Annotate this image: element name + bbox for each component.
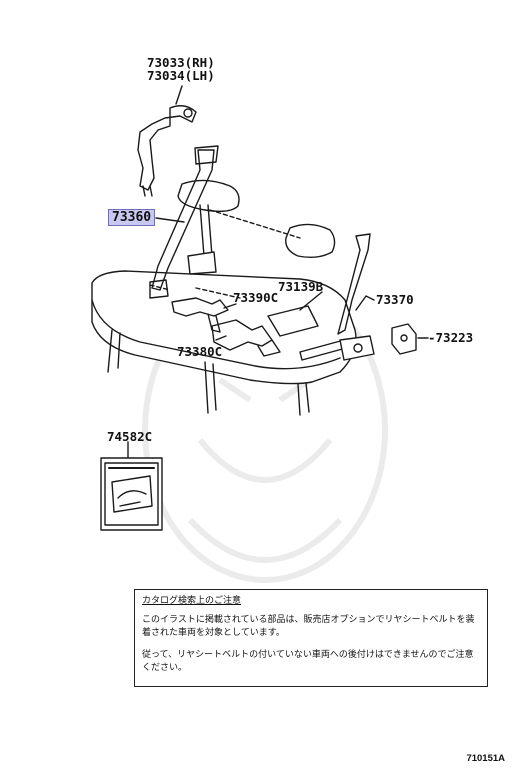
leader-73360 (155, 217, 185, 223)
buckle-73380c-strap (257, 339, 281, 357)
label-73034[interactable]: 73034(LH) (147, 68, 215, 83)
notice-paragraph-2: 従って、リヤシートベルトの付いていない車両への後付けはできませんのでご注意くださ… (142, 650, 474, 673)
label-73139b[interactable]: 73139B (278, 279, 324, 294)
label-74582c[interactable]: 74582C (107, 429, 153, 444)
leader-73380c (215, 335, 227, 341)
belt-73370-retractor (339, 335, 375, 361)
belt-guide (194, 145, 219, 165)
label-card-74582c (100, 457, 163, 531)
leader-73390c (223, 303, 237, 309)
label-73380c[interactable]: 73380C (177, 344, 223, 359)
seat-cushion-edge (91, 299, 341, 370)
belt-buckle-lower (149, 279, 169, 299)
label-73360[interactable]: 73360 (108, 209, 156, 226)
seat-leg (204, 361, 217, 414)
label-card-inner (104, 462, 159, 526)
leader-73033 (175, 85, 183, 105)
pad-73139b (267, 305, 319, 337)
belt-73360 (151, 149, 215, 291)
notice-title: カタログ検索上のご注意 (142, 596, 242, 606)
retractor-bolt (183, 108, 193, 118)
headrest-left (177, 179, 240, 213)
leader-73370 (355, 295, 375, 311)
bracket-hole (400, 334, 408, 342)
center-belt-buckle (187, 251, 217, 275)
figure-reference: 710151A (466, 753, 505, 764)
buckle-73390c (171, 297, 229, 317)
headrest-right (285, 223, 336, 259)
belt-73370 (337, 233, 371, 335)
seat-leg (107, 329, 121, 373)
retractor-bolt (353, 343, 363, 353)
label-73223[interactable]: -73223 (428, 330, 474, 345)
center-belt-strap (199, 204, 213, 257)
notice-paragraph-1: このイラストに掲載されている部品は、販売店オプションでリヤシートベルトを装着され… (142, 615, 475, 638)
retractor-73033 (137, 105, 197, 191)
leader-73139b (299, 291, 323, 311)
label-73033[interactable]: 73033(RH) (147, 55, 215, 70)
label-card-drawing (111, 475, 153, 513)
label-73370[interactable]: 73370 (376, 292, 414, 307)
label-73390c[interactable]: 73390C (233, 290, 279, 305)
bracket-73223 (391, 323, 417, 355)
catalog-notice-box: カタログ検索上のご注意 このイラストに掲載されている部品は、販売店オプションでリ… (134, 589, 488, 687)
buckle-73380c (211, 319, 273, 351)
seat-back-line (209, 209, 301, 239)
retractor-wire (142, 185, 153, 197)
seat-leg (297, 382, 310, 416)
